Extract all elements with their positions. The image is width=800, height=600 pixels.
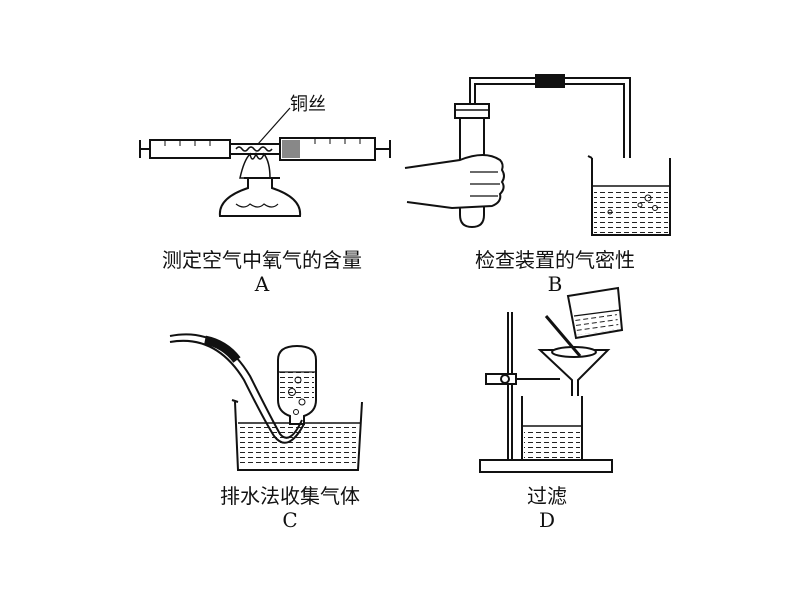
glass-rod — [544, 315, 582, 357]
hand — [404, 154, 505, 210]
panel-a-letter: A — [254, 272, 270, 296]
rubber-stopper — [454, 103, 490, 119]
glass-tube — [229, 143, 281, 155]
panel-c-apparatus — [169, 333, 363, 471]
stand-base — [479, 459, 613, 473]
copper-wire-label: 铜丝 — [290, 94, 326, 115]
copper-wire — [235, 146, 273, 152]
panel-d-apparatus — [479, 286, 624, 473]
tube-connector — [535, 74, 565, 88]
panel-c-caption: 排水法收集气体 — [220, 484, 360, 508]
flame — [239, 151, 271, 179]
panel-a-apparatus — [139, 107, 391, 217]
panel-a-caption: 测定空气中氧气的含量 — [162, 248, 362, 272]
panel-b-letter: B — [547, 272, 563, 296]
panel-d-letter: D — [538, 508, 556, 532]
panel-c-letter: C — [282, 508, 298, 532]
alcohol-lamp — [218, 177, 302, 217]
callout-line — [257, 107, 291, 145]
left-syringe — [149, 139, 231, 159]
panel-b-caption: 检查装置的气密性 — [475, 248, 635, 272]
panel-b-apparatus — [404, 74, 671, 236]
panel-d-caption: 过滤 — [527, 484, 567, 508]
